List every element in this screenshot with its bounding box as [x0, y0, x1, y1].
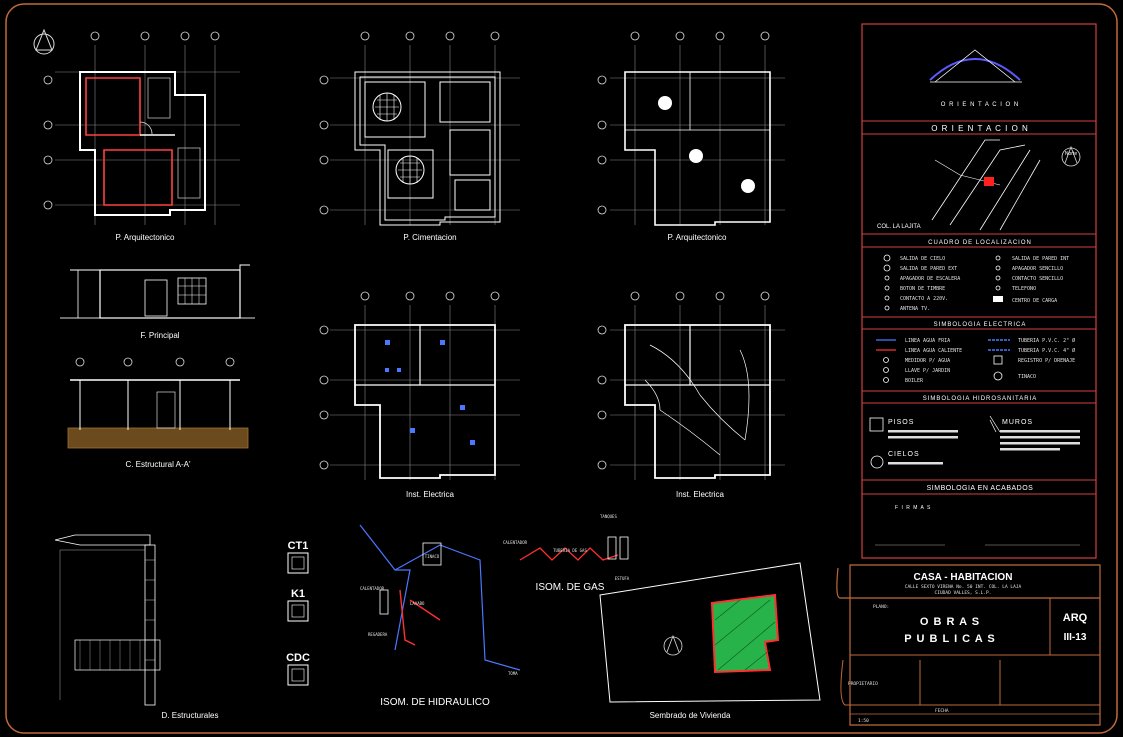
- cielos-label: CIELOS: [888, 451, 920, 458]
- sembrado-vivienda: Sembrado de Vivienda: [599, 562, 821, 720]
- hid-symbol-6: REGISTRO P/ DRENAJE: [1018, 358, 1075, 364]
- hid-tinaco-label: TINACO: [425, 554, 440, 559]
- corte-estructural: C. Estructural A-A': [67, 357, 249, 469]
- gas-calentador-label: CALENTADOR: [503, 540, 528, 545]
- view-title-isom-gas: ISOM. DE GAS: [536, 582, 605, 593]
- hydro-symbols: LINEA AGUA FRIA TUBERIA P.V.C. 2" Ø LINE…: [876, 337, 1075, 384]
- elec-symbol-5: APAGADOR DE ESCALERA: [900, 276, 960, 282]
- hid-symbol-4: TUBERIA P.V.C. 4" Ø: [1018, 347, 1075, 354]
- elec-symbol-10: CENTRO DE CARGA: [1012, 298, 1057, 304]
- footing-grid-icon: [372, 92, 425, 185]
- muros-label: MUROS: [1002, 419, 1033, 426]
- elec-symbol-6: CONTACTO SENCILLO: [1012, 276, 1063, 282]
- north-arrow-icon: [663, 634, 683, 656]
- column-label-ct1: CT1: [288, 540, 309, 552]
- sheet-frame: [5, 3, 1118, 734]
- elec-symbol-3: SALIDA DE PARED EXT: [900, 266, 957, 272]
- view-title-det-estr: D. Estructurales: [162, 711, 219, 720]
- hid-lavabo-label: LAVABO: [410, 601, 425, 606]
- north-arrow-icon: [33, 28, 55, 55]
- elec-symbol-1: SALIDA DE CIELO: [900, 256, 945, 262]
- sheet-code-2: III-13: [1064, 632, 1087, 643]
- right-panel: O R I E N T A C I O N O R I E N T A C I …: [861, 23, 1097, 559]
- view-title-fachada: F. Principal: [140, 331, 179, 340]
- view-title-plan-arq-1: P. Arquitectonico: [115, 233, 175, 242]
- hid-toma-label: TOMA: [508, 671, 518, 676]
- view-title-sembrado: Sembrado de Vivienda: [650, 711, 731, 720]
- fecha-label: FECHA: [935, 708, 949, 714]
- title-block: CASA - HABITACION CALLE SEXTO VIRENA No.…: [836, 564, 1101, 726]
- plan-arquitectonico-2: P. Arquitectonico: [597, 31, 785, 242]
- north-label: Norte: [1065, 151, 1077, 157]
- location-map: [931, 139, 1081, 231]
- orientation-header: O R I E N T A C I O N: [931, 124, 1029, 133]
- plano-label: PLANO:: [873, 604, 889, 610]
- obras-line-1: O B R A S: [920, 616, 980, 628]
- view-title-elec-2: Inst. Electrica: [676, 490, 725, 499]
- orientation-logo-icon: [929, 49, 1022, 83]
- view-title-elec-1: Inst. Electrica: [406, 490, 455, 499]
- elec-symbol-4: APAGADOR SENCILLO: [1012, 266, 1063, 272]
- plan-cimentacion: P. Cimentacion: [319, 31, 520, 242]
- isometrico-gas: CALENTADOR TUBERIA DE GAS ESTUFA TANQUES…: [503, 514, 630, 593]
- hid-symbol-9: BOILER: [905, 378, 924, 384]
- simb-hid-header: SIMBOLOGIA HIDROSANITARIA: [923, 396, 1038, 402]
- plan-electrica-1: Inst. Electrica: [319, 291, 520, 499]
- hid-symbol-2: TUBERIA P.V.C. 2" Ø: [1018, 337, 1075, 344]
- electrical-symbols: SALIDA DE CIELO SALIDA DE PARED INT SALI…: [883, 254, 1069, 312]
- project-title: CASA - HABITACION: [914, 572, 1013, 583]
- firmas-label: F I R M A S: [895, 505, 931, 511]
- hid-symbol-1: LINEA AGUA FRIA: [905, 338, 950, 344]
- column-label-cdc: CDC: [286, 652, 310, 664]
- elec-symbol-9: CONTACTO A 220V.: [900, 296, 948, 302]
- view-title-isom-hid: ISOM. DE HIDRAULICO: [380, 697, 490, 708]
- gas-tanques-label: TANQUES: [600, 514, 617, 519]
- gas-tuberia-label: TUBERIA DE GAS: [553, 548, 587, 553]
- sheet-code-1: ARQ: [1063, 612, 1088, 624]
- address-line-2: CIUDAD VALLES, S.L.P.: [935, 590, 992, 596]
- propietario-label: PROPIETARIO: [848, 681, 878, 687]
- isometrico-hidraulico: TINACO CALENTADOR LAVABO REGADERA TOMA I…: [359, 524, 521, 708]
- hid-symbol-3: LINEA AGUA CALIENTE: [905, 348, 962, 354]
- view-title-plan-cim: P. Cimentacion: [403, 233, 456, 242]
- hid-regadera-label: REGADERA: [368, 632, 388, 637]
- view-title-corte: C. Estructural A-A': [125, 460, 191, 469]
- obras-line-2: P U B L I C A S: [904, 633, 995, 645]
- simb-elec-header: SIMBOLOGIA ELECTRICA: [934, 322, 1027, 328]
- plan-arquitectonico-1: P. Arquitectonico: [43, 31, 240, 242]
- escala-value: 1:50: [858, 718, 869, 724]
- elec-symbol-2: SALIDA DE PARED INT: [1012, 256, 1069, 262]
- colonia-label: COL. LA LAJITA: [877, 224, 921, 230]
- localizacion-header: CUADRO DE LOCALIZACION: [928, 240, 1032, 246]
- plan-electrica-2: Inst. Electrica: [597, 291, 785, 499]
- fachada-principal: F. Principal: [60, 264, 255, 340]
- elec-symbol-8: TELEFONO: [1012, 286, 1036, 292]
- hid-symbol-8: TINACO: [1018, 374, 1036, 380]
- hid-symbol-5: MEDIDOR P/ AGUA: [905, 358, 950, 364]
- hid-calentador-label: CALENTADOR: [360, 586, 385, 591]
- acabados-header: SIMBOLOGIA EN ACABADOS: [927, 485, 1034, 492]
- column-label-k1: K1: [291, 588, 305, 600]
- detalles-estructurales: D. Estructurales: [54, 534, 219, 720]
- orientation-caption: O R I E N T A C I O N: [941, 102, 1019, 108]
- view-title-plan-arq-2: P. Arquitectonico: [667, 233, 727, 242]
- gas-estufa-label: ESTUFA: [615, 576, 630, 581]
- column-details: CT1 K1 CDC: [286, 540, 310, 686]
- address-line-1: CALLE SEXTO VIRENA No. 50 INT. COL. LA L…: [905, 584, 1022, 590]
- pisos-label: PISOS: [888, 419, 914, 426]
- elec-symbol-7: BOTON DE TIMBRE: [900, 286, 945, 292]
- elec-symbol-11: ANTENA TV.: [900, 306, 930, 312]
- hid-symbol-7: LLAVE P/ JARDIN: [905, 368, 950, 374]
